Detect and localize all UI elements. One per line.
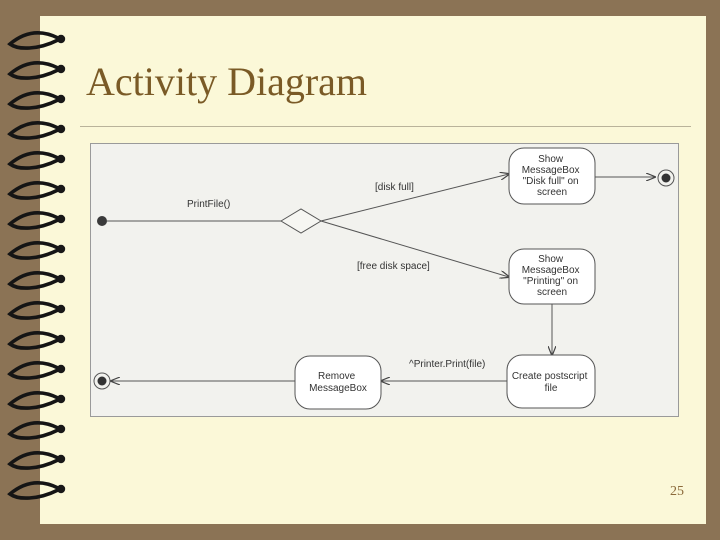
spiral-hole: [56, 154, 66, 164]
spiral-hole: [56, 244, 66, 254]
spiral-ring: [7, 451, 60, 470]
decision-node: [280, 208, 322, 234]
spiral-ring: [7, 211, 60, 230]
title-divider: [80, 126, 691, 127]
spiral-ring: [7, 61, 60, 80]
spiral-hole: [56, 34, 66, 44]
disk-full-guard: [disk full]: [375, 182, 414, 193]
state-show-printing-text: Show MessageBox "Printing" on screen: [522, 254, 583, 298]
spiral-ring: [7, 361, 60, 380]
final-node-left-outer: [93, 372, 111, 390]
spiral-ring: [7, 121, 60, 140]
spiral-hole: [56, 64, 66, 74]
spiral-hole: [56, 124, 66, 134]
flow-free-disk-space: [320, 220, 509, 277]
spiral-ring: [7, 151, 60, 170]
final-node-right-outer: [657, 169, 675, 187]
spiral-ring: [7, 301, 60, 320]
spiral-hole: [56, 364, 66, 374]
state-create-postscript-file-text: Create postscript file: [512, 371, 590, 394]
spiral-hole: [56, 424, 66, 434]
page-number: 25: [670, 484, 684, 499]
slide-title: Activity Diagram: [86, 59, 368, 104]
state-show-disk-full-text: Show MessageBox "Disk full" on screen: [522, 154, 583, 198]
spiral-hole: [56, 394, 66, 404]
flow-disk-full: [320, 174, 509, 222]
printer-print-label: ^Printer.Print(file): [409, 359, 485, 370]
spiral-ring: [7, 241, 60, 260]
spiral-hole: [56, 484, 66, 494]
spiral-hole: [56, 334, 66, 344]
print-file-label: PrintFile(): [187, 199, 230, 210]
activity-diagram: PrintFile() [disk full] [free disk space…: [93, 147, 675, 410]
spiral-ring: [7, 481, 60, 500]
spiral-hole: [56, 94, 66, 104]
spiral-hole: [56, 184, 66, 194]
spiral-ring: [7, 271, 60, 290]
final-node-right-inner: [661, 173, 671, 183]
spiral-ring: [7, 91, 60, 110]
spiral-ring: [7, 421, 60, 440]
state-remove-messagebox: [294, 355, 382, 410]
initial-node: [97, 216, 107, 226]
state-show-disk-full: [508, 147, 596, 205]
spiral-ring: [7, 181, 60, 200]
free-disk-space-guard: [free disk space]: [357, 261, 430, 272]
spiral-hole: [56, 214, 66, 224]
activity-diagram-figure: PrintFile() [disk full] [free disk space…: [90, 143, 679, 417]
state-remove-messagebox-text: Remove MessageBox: [309, 371, 367, 394]
spiral-hole: [56, 274, 66, 284]
spiral-hole: [56, 304, 66, 314]
spiral-binding: [7, 31, 66, 500]
spiral-ring: [7, 391, 60, 410]
spiral-hole: [56, 454, 66, 464]
final-node-left-inner: [97, 376, 107, 386]
spiral-ring: [7, 31, 60, 50]
spiral-ring: [7, 331, 60, 350]
